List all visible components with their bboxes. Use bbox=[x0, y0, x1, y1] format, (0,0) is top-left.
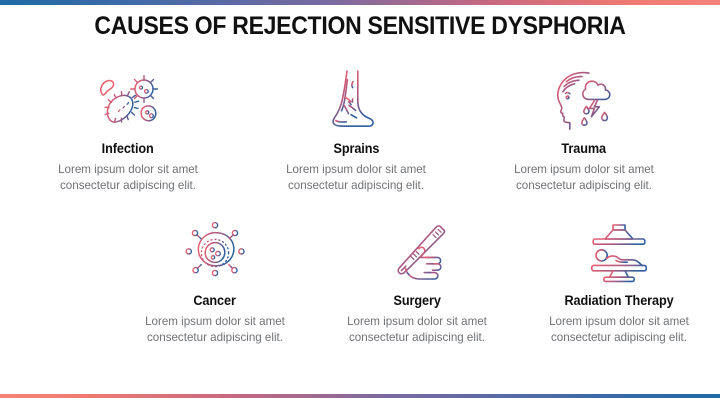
card-sprains[interactable]: Sprains Lorem ipsum dolor sit amet conse… bbox=[242, 68, 470, 194]
card-row-top: Infection Lorem ipsum dolor sit amet con… bbox=[0, 68, 720, 194]
card-radiation-therapy[interactable]: Radiation Therapy Lorem ipsum dolor sit … bbox=[518, 220, 720, 346]
card-description: Lorem ipsum dolor sit amet consectetur a… bbox=[145, 314, 285, 344]
card-row-bottom: Cancer Lorem ipsum dolor sit amet consec… bbox=[0, 220, 720, 346]
card-infection[interactable]: Infection Lorem ipsum dolor sit amet con… bbox=[14, 68, 242, 194]
radiation-therapy-machine-icon bbox=[579, 220, 659, 286]
card-title: Surgery bbox=[393, 292, 441, 308]
card-title: Sprains bbox=[333, 141, 379, 156]
card-title: Trauma bbox=[561, 141, 607, 156]
card-description: Lorem ipsum dolor sit amet consectetur a… bbox=[58, 163, 198, 192]
card-description: Lorem ipsum dolor sit amet consectetur a… bbox=[549, 314, 689, 344]
card-description: Lorem ipsum dolor sit amet consectetur a… bbox=[514, 163, 654, 192]
card-surgery[interactable]: Surgery Lorem ipsum dolor sit amet conse… bbox=[316, 220, 518, 346]
card-title: Infection bbox=[101, 141, 155, 156]
card-description: Lorem ipsum dolor sit amet consectetur a… bbox=[286, 163, 426, 192]
foot-ankle-sprain-icon bbox=[316, 68, 396, 134]
card-title: Radiation Therapy bbox=[564, 292, 674, 308]
top-accent-bar bbox=[0, 0, 720, 5]
bottom-accent-bar bbox=[0, 394, 720, 398]
page-title: CAUSES OF REJECTION SENSITIVE DYSPHORIA bbox=[94, 12, 626, 40]
card-description: Lorem ipsum dolor sit amet consectetur a… bbox=[347, 314, 487, 344]
cancer-cell-icon bbox=[175, 220, 255, 286]
content-grid: Infection Lorem ipsum dolor sit amet con… bbox=[0, 68, 720, 346]
card-trauma[interactable]: Trauma Lorem ipsum dolor sit amet consec… bbox=[470, 68, 698, 194]
card-cancer[interactable]: Cancer Lorem ipsum dolor sit amet consec… bbox=[114, 220, 316, 346]
card-title: Cancer bbox=[193, 292, 237, 308]
bacteria-germs-icon bbox=[88, 68, 168, 134]
hand-scalpel-surgery-icon bbox=[377, 220, 457, 286]
page-title-container: CAUSES OF REJECTION SENSITIVE DYSPHORIA bbox=[0, 12, 720, 41]
head-storm-cloud-icon bbox=[544, 68, 624, 134]
